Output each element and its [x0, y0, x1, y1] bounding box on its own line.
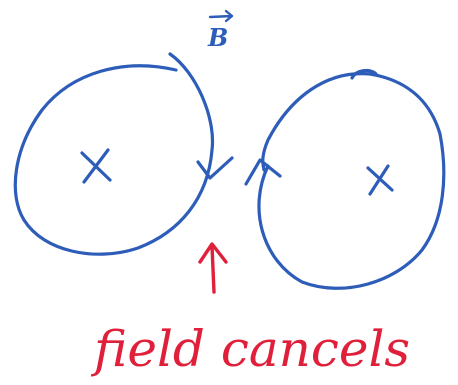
- magnetic-field-label: B: [207, 9, 234, 52]
- left-field-loop: [13, 52, 234, 256]
- up-arrow-icon: [198, 242, 228, 294]
- up-arrowhead-icon: [244, 158, 282, 186]
- vector-arrow-icon: [208, 9, 234, 23]
- caption-field-cancels: field cancels: [90, 320, 410, 378]
- right-loop-curve: [257, 72, 446, 290]
- left-loop-curve: [13, 52, 215, 256]
- right-field-loop: [244, 68, 446, 290]
- down-arrowhead-icon: [196, 156, 234, 180]
- right-loop-overlap: [350, 68, 378, 80]
- left-wire-marker: [80, 148, 112, 184]
- cross-icon: [80, 148, 112, 184]
- cancel-pointer: [198, 242, 228, 294]
- field-symbol: B: [207, 23, 228, 52]
- cross-icon: [366, 164, 394, 196]
- right-wire-marker: [366, 164, 394, 196]
